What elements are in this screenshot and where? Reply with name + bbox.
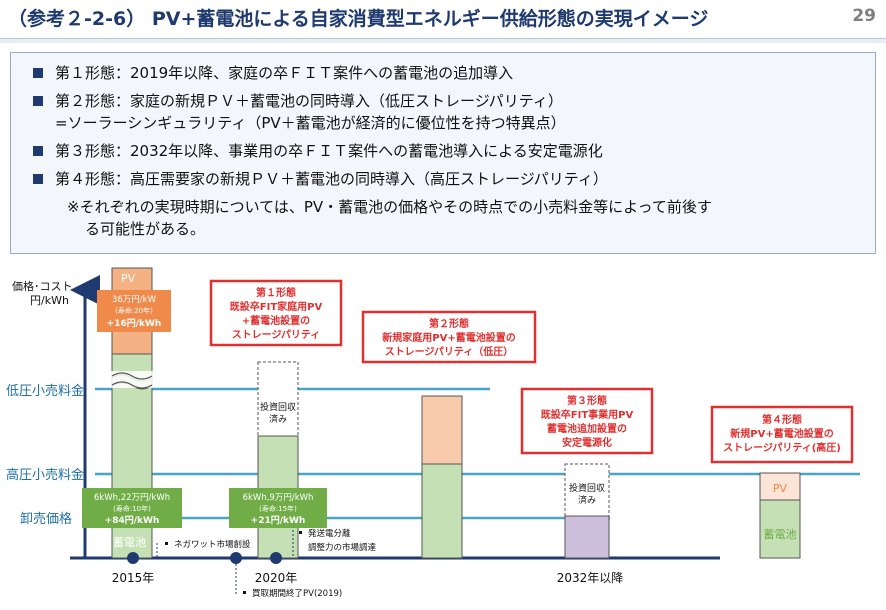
high-voltage-retail-label: 高圧小売料金 <box>6 467 84 483</box>
pv-cost-line-1: 36万円/kW <box>112 295 157 305</box>
form4-desc-2: ストレージパリティ(高圧) <box>723 441 841 454</box>
low-voltage-retail-label: 低圧小売料金 <box>6 383 84 399</box>
bar-2032-battery-segment <box>564 515 610 559</box>
footnote: ※それぞれの実現時期については、PV・蓄電池の価格やその時点での小売料金等によっ… <box>29 196 861 240</box>
pv-cost-line-2: (寿命:20年) <box>115 306 153 315</box>
form4-box <box>710 405 854 464</box>
event-negawatt: ネガワット市場創設 <box>174 539 251 550</box>
bar-2015-battery-label: 蓄電池 <box>113 536 146 549</box>
form1-desc-3: ストレージパリティ <box>232 329 321 341</box>
timeline-label-2032: 2032年以降 <box>557 571 624 585</box>
form2-box <box>361 310 537 364</box>
event-fit-end: 買取期間終了PV(2019) <box>252 588 342 599</box>
form2-battery-segment <box>421 463 463 559</box>
bar-2032-recovered-line-2: 済み <box>578 494 596 506</box>
form4-pv-label: PV <box>773 482 788 495</box>
timeline-label-2020: 2020年 <box>255 571 298 585</box>
page-number: 29 <box>852 6 876 26</box>
bar-2020-recovered-line-1: 投資回収 <box>260 401 296 413</box>
battery-cost-callout-2020 <box>229 488 327 528</box>
form2-title: 第２形態 <box>429 317 469 330</box>
pv-cost-line-3: +16円/kWh <box>107 318 162 329</box>
bullet-text-continued: =ソーラーシンギュラリティ（PV＋蓄電池が経済的に優位性を持つ特異点） <box>55 114 566 132</box>
summary-box: 第１形態：2019年以降、家庭の卒ＦＩＴ案件への蓄電池の追加導入 第２形態：家庭… <box>10 52 876 254</box>
battery-cost-2020-line-3: +21円/kWh <box>251 515 306 526</box>
form1-title: 第１形態 <box>256 286 296 299</box>
form4-title: 第４形態 <box>762 413 802 426</box>
bullet-square-icon <box>33 96 43 106</box>
timeline-label-2015: 2015年 <box>112 571 155 585</box>
timeline-marker-2019 <box>230 552 242 564</box>
y-axis-label-1: 価格･コスト <box>12 279 73 293</box>
bar-2032-recovered-line-1: 投資回収 <box>569 482 605 494</box>
wholesale-label: 卸売価格 <box>20 511 72 527</box>
form2-desc-1: 新規家庭用PV+蓄電池設置の <box>382 331 515 344</box>
footnote-line-1: ※それぞれの実現時期については、PV・蓄電池の価格やその時点での小売料金等によっ… <box>67 198 712 216</box>
event-adjustment-market: 調整力の市場調達 <box>308 542 377 553</box>
timeline-marker-2015 <box>127 552 139 564</box>
form3-title: 第３形態 <box>567 394 607 407</box>
form2-desc-2: ストレージパリティ（低圧） <box>385 345 514 358</box>
form1-desc-2: +蓄電池設置の <box>242 314 310 327</box>
form3-desc-2: 蓄電池追加設置の <box>547 422 627 435</box>
bullet-item-2: 第２形態：家庭の新規ＰＶ＋蓄電池の同時導入（低圧ストレージパリティ） =ソーラー… <box>29 90 861 134</box>
form3-desc-1: 既設卒FIT事業用PV <box>541 408 634 421</box>
bullet-text: 第１形態：2019年以降、家庭の卒ＦＩＴ案件への蓄電池の追加導入 <box>55 64 514 82</box>
battery-cost-2020-line-2: (寿命:15年) <box>259 504 297 513</box>
battery-cost-callout-2015 <box>82 488 182 528</box>
form3-desc-3: 安定電源化 <box>562 436 612 449</box>
form1-desc-1: 既設卒FIT家庭用PV <box>230 300 323 313</box>
bullet-item-4: 第４形態：高圧需要家の新規ＰＶ＋蓄電池の同時導入（高圧ストレージパリティ） <box>29 168 861 190</box>
form4-battery-label: 蓄電池 <box>764 528 797 541</box>
bullet-item-3: 第３形態：2032年以降、事業用の卒ＦＩＴ案件への蓄電池導入による安定電源化 <box>29 140 861 162</box>
bullet-square-icon <box>33 174 43 184</box>
page-title: （参考２-2-6） PV+蓄電池による自家消費型エネルギー供給形態の実現イメージ <box>8 8 709 30</box>
bullet-text: 第４形態：高圧需要家の新規ＰＶ＋蓄電池の同時導入（高圧ストレージパリティ） <box>55 170 608 188</box>
bullet-text: 第２形態：家庭の新規ＰＶ＋蓄電池の同時導入（低圧ストレージパリティ） <box>55 92 563 110</box>
bullet-text: 第３形態：2032年以降、事業用の卒ＦＩＴ案件への蓄電池導入による安定電源化 <box>55 142 603 160</box>
y-axis-label-2: 円/kWh <box>30 294 69 307</box>
bullet-item-1: 第１形態：2019年以降、家庭の卒ＦＩＴ案件への蓄電池の追加導入 <box>29 62 861 84</box>
form4-desc-1: 新規PV+蓄電池設置の <box>730 427 833 440</box>
bullet-square-icon <box>33 68 43 78</box>
form3-box <box>520 387 654 455</box>
battery-cost-2015-line-2: (寿命:10年) <box>113 504 151 513</box>
form1-box <box>209 279 343 347</box>
title-divider <box>0 38 886 43</box>
form2-pv-segment <box>421 395 463 465</box>
timeline-marker-2020 <box>270 552 282 564</box>
bar-2020-recovered-line-2: 済み <box>269 413 287 425</box>
battery-cost-2015-line-1: 6kWh,22万円/kWh <box>94 493 170 503</box>
pv-cost-callout <box>97 290 171 332</box>
event-transmission-separation: 発送電分離 <box>308 528 351 539</box>
bullet-square-icon <box>33 146 43 156</box>
form4-battery-segment <box>759 499 801 559</box>
form4-pv-segment <box>759 472 801 501</box>
battery-cost-2015-line-3: +84円/kWh <box>105 515 160 526</box>
battery-cost-2020-line-1: 6kWh,9万円/kWh <box>243 493 314 503</box>
bar-2020-recovered-segment <box>257 361 299 437</box>
bar-2015-pv-label: PV <box>121 272 136 285</box>
footnote-line-2: る可能性がある。 <box>85 220 206 238</box>
